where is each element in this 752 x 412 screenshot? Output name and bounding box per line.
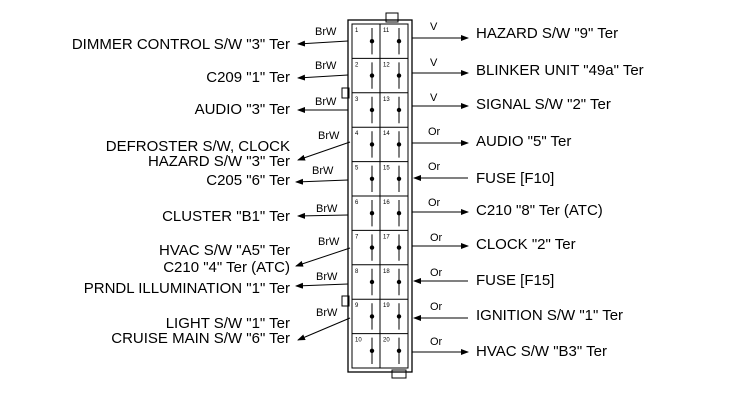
- right-wire-color-14: Or: [428, 126, 441, 138]
- wire-left-8: [295, 282, 349, 289]
- pin-number: 5: [355, 166, 359, 172]
- right-wire-color-12: V: [430, 57, 438, 69]
- right-wire-color-19: Or: [430, 301, 443, 313]
- left-label-9: LIGHT S/W "1" Ter: [166, 315, 290, 332]
- wire-left-5: [295, 178, 349, 185]
- pin-number: 20: [383, 338, 390, 344]
- right-label-15: FUSE [F10]: [476, 170, 554, 187]
- pin-number: 11: [383, 28, 390, 34]
- pin-dot: [396, 73, 402, 78]
- right-label-12: BLINKER UNIT "49a" Ter: [476, 62, 644, 79]
- pin-number: 12: [383, 62, 390, 68]
- left-label-4b: HAZARD S/W "3" Ter: [148, 153, 290, 170]
- pin-dot: [369, 348, 375, 353]
- wire-left-2: [297, 74, 349, 81]
- pin-dot: [369, 314, 375, 319]
- left-wire-color-1: BrW: [315, 26, 337, 38]
- pin-number: 8: [355, 269, 359, 275]
- pin-number: 16: [383, 200, 390, 206]
- right-wire-color-20: Or: [430, 336, 443, 348]
- left-label-5: C205 "6" Ter: [206, 172, 290, 189]
- pin-number: 13: [383, 97, 390, 103]
- pin-number: 2: [355, 62, 359, 68]
- pin-number: 4: [355, 131, 359, 137]
- wire-left-7: [295, 247, 351, 267]
- pin-dot: [396, 348, 402, 353]
- wire-left-6: [297, 212, 349, 219]
- left-label-7: HVAC S/W "A5" Ter: [159, 242, 290, 259]
- left-wire-colors: BrW BrW BrW BrW BrW BrW BrW BrW BrW: [312, 26, 340, 319]
- pin-number: 7: [355, 234, 359, 240]
- right-label-11: HAZARD S/W "9" Ter: [476, 25, 618, 42]
- left-wire-color-5: BrW: [312, 165, 334, 177]
- wire-lines: [295, 35, 469, 355]
- left-label-1: DIMMER CONTROL S/W "3" Ter: [72, 36, 290, 53]
- right-wire-color-16: Or: [428, 197, 441, 209]
- pin-number: 17: [383, 234, 390, 240]
- left-label-8: PRNDL ILLUMINATION "1" Ter: [84, 280, 290, 297]
- pin-number: 19: [383, 303, 390, 309]
- wire-left-1: [297, 40, 349, 47]
- pin-dot: [396, 211, 402, 216]
- right-terminal-labels: HAZARD S/W "9" Ter BLINKER UNIT "49a" Te…: [476, 25, 644, 360]
- left-label-7b: C210 "4" Ter (ATC): [163, 259, 290, 276]
- right-wire-color-15: Or: [428, 161, 441, 173]
- pin-number: 10: [355, 338, 362, 344]
- pin-dot: [396, 314, 402, 319]
- right-wire-color-17: Or: [430, 232, 443, 244]
- pin-number: 18: [383, 269, 390, 275]
- wire-left-9: [297, 317, 351, 341]
- pin-dot: [369, 107, 375, 113]
- left-label-9b: CRUISE MAIN S/W "6" Ter: [111, 330, 290, 347]
- right-label-20: HVAC S/W "B3" Ter: [476, 343, 607, 360]
- pin-number: 15: [383, 166, 390, 172]
- left-wire-color-3: BrW: [315, 96, 337, 108]
- right-wire-color-11: V: [430, 21, 438, 33]
- left-wire-color-6: BrW: [316, 203, 338, 215]
- left-wire-color-7: BrW: [318, 236, 340, 248]
- pin-number: 9: [355, 303, 359, 309]
- pin-dot: [396, 176, 402, 181]
- left-wire-color-8: BrW: [316, 271, 338, 283]
- pin-number: 6: [355, 200, 359, 206]
- pin-dot: [369, 279, 375, 285]
- left-label-6: CLUSTER "B1" Ter: [162, 208, 290, 225]
- right-label-17: CLOCK "2" Ter: [476, 236, 576, 253]
- right-wire-colors: V V V Or Or Or Or Or Or Or: [428, 21, 443, 348]
- pin-number: 1: [355, 28, 359, 34]
- right-label-13: SIGNAL S/W "2" Ter: [476, 96, 611, 113]
- pin-dot: [369, 39, 375, 44]
- pin-dot: [369, 73, 375, 78]
- left-label-4: DEFROSTER S/W, CLOCK: [106, 138, 290, 155]
- left-label-3: AUDIO "3" Ter: [195, 101, 290, 118]
- left-label-2: C209 "1" Ter: [206, 69, 290, 86]
- pin-dot: [396, 39, 402, 44]
- left-wire-color-9: BrW: [316, 307, 338, 319]
- right-wire-color-13: V: [430, 92, 438, 104]
- pin-number: 3: [355, 97, 359, 103]
- right-label-14: AUDIO "5" Ter: [476, 133, 571, 150]
- right-label-16: C210 "8" Ter (ATC): [476, 202, 603, 219]
- pin-number: 14: [383, 131, 390, 137]
- right-label-18: FUSE [F15]: [476, 272, 554, 289]
- pin-dot: [369, 245, 375, 250]
- pin-dot: [396, 245, 402, 250]
- pin-dot: [396, 107, 402, 113]
- pin-dot: [369, 142, 375, 147]
- pin-dot: [369, 211, 375, 216]
- left-terminal-labels: DIMMER CONTROL S/W "3" Ter C209 "1" Ter …: [72, 36, 290, 347]
- left-wire-color-4: BrW: [318, 130, 340, 142]
- pin-dot: [396, 279, 402, 285]
- right-label-19: IGNITION S/W "1" Ter: [476, 307, 623, 324]
- wire-left-4: [297, 141, 351, 161]
- pin-dot: [396, 142, 402, 147]
- right-wire-color-18: Or: [430, 267, 443, 279]
- left-wire-color-2: BrW: [315, 60, 337, 72]
- pin-dot: [369, 176, 375, 181]
